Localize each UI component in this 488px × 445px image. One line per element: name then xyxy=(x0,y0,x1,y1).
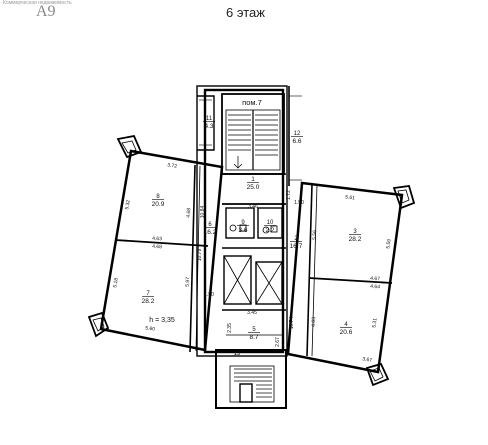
dimension-label: 2.67 xyxy=(275,337,281,347)
dimension-label: 4.68 xyxy=(186,208,193,218)
right-wing-walls xyxy=(286,181,416,387)
room-2-area: 16.7 xyxy=(290,243,303,250)
sanitary-fixtures xyxy=(229,224,278,234)
room-7-area: 28.2 xyxy=(142,298,155,305)
room-8-number: 8 xyxy=(156,194,160,200)
lower-stair-treads xyxy=(234,368,272,398)
dimension-label: 4.67 xyxy=(370,276,380,283)
room-label-pom7: пом.7 xyxy=(242,98,262,107)
dimension-label: 10.84 xyxy=(200,206,206,219)
dimension-label: 5.61 xyxy=(345,194,356,201)
room-5-area: 8.7 xyxy=(249,334,258,341)
room-6-area: 16.2 xyxy=(204,229,217,236)
labels-layer: 125.0216.7328.2420.658.7616.2728.2820.99… xyxy=(112,98,392,364)
room-7-number: 7 xyxy=(146,291,150,297)
room-2-number: 2 xyxy=(294,236,298,242)
dimension-label: 10.79 xyxy=(197,249,203,262)
dimension-label: 5.31 xyxy=(371,317,378,328)
room-8-area: 20.9 xyxy=(152,201,165,208)
dimension-label: 4.68 xyxy=(152,244,162,251)
central-core-walls xyxy=(196,85,290,409)
floor-title: 6 этаж xyxy=(226,5,265,20)
room-1-number: 1 xyxy=(251,177,255,183)
room-9-area: 3.6 xyxy=(238,227,247,234)
dimension-label: 5.56 xyxy=(312,230,318,240)
dimension-label: 10.74 xyxy=(289,317,295,330)
dimension-label: 1.72 xyxy=(286,190,292,200)
dimension-label: 2.35 xyxy=(227,323,233,333)
room-3-area: 28.2 xyxy=(349,236,362,243)
room-10-number: 10 xyxy=(267,220,274,226)
ceiling-height-label: h = 3,35 xyxy=(149,317,175,324)
dimension-label: 4.64 xyxy=(370,284,380,291)
dimension-label: 4.63 xyxy=(311,317,317,327)
upper-stair-treads xyxy=(228,114,278,169)
dimension-label: 5.59 xyxy=(385,238,392,249)
dimension-label: 3.72 xyxy=(167,162,178,169)
dimension-label: 4.63 xyxy=(152,236,162,243)
balcony-strips xyxy=(199,95,302,181)
dimension-label: 5.97 xyxy=(185,277,192,287)
dimension-label: 3.45 xyxy=(247,310,257,316)
room-10-area: 2.2 xyxy=(265,227,274,234)
room-12-number: 12 xyxy=(294,131,301,137)
room-6-number: 6 xyxy=(208,222,212,228)
dimension-label: 3.67 xyxy=(362,356,373,363)
room-4-area: 20.6 xyxy=(340,329,353,336)
room-3-number: 3 xyxy=(353,229,357,235)
room-13-number: 13 xyxy=(234,351,241,357)
dimension-label: 1.50 xyxy=(204,292,214,298)
room-1-area: 25.0 xyxy=(247,184,260,191)
room-12-area: 6.6 xyxy=(292,138,301,145)
room-11-area: 4.3 xyxy=(204,123,213,130)
dimension-label: 5.60 xyxy=(145,325,156,332)
dimension-label: 5.18 xyxy=(112,277,119,288)
watermark-text: Коммерческая недвижимость xyxy=(3,0,72,6)
room-11-number: 11 xyxy=(206,116,213,122)
room-5-number: 5 xyxy=(252,327,256,333)
room-9-number: 9 xyxy=(241,220,245,226)
dimension-label: 1.50 xyxy=(294,200,304,206)
room-4-number: 4 xyxy=(344,322,348,328)
sheet-number: А9 xyxy=(36,3,56,20)
dimension-label: 5.32 xyxy=(124,199,132,210)
dimension-label: 3.46 xyxy=(248,204,258,210)
